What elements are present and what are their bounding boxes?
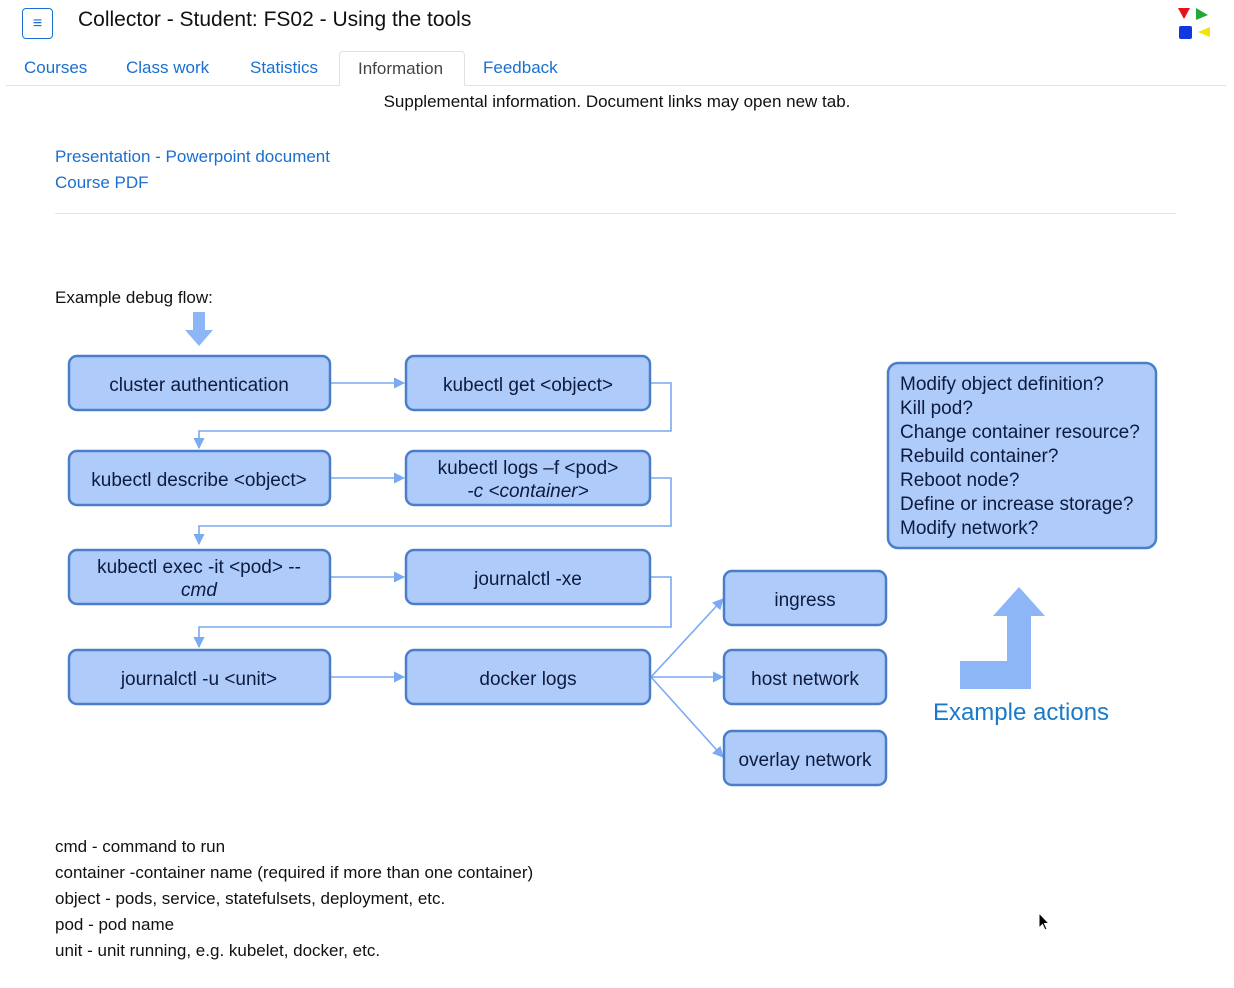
actions-arrow-icon [960, 587, 1045, 689]
tab-statistics[interactable]: Statistics [250, 58, 319, 77]
tab-bar: Courses Class work Statistics Informatio… [6, 51, 1226, 86]
box-overlay-network: overlay network [722, 729, 888, 787]
svg-text:journalctl -u <unit>: journalctl -u <unit> [120, 669, 277, 690]
action-item: Define or increase storage? [900, 494, 1133, 515]
action-item: Modify network? [900, 518, 1038, 539]
svg-text:kubectl exec -it <pod> --: kubectl exec -it <pod> -- [97, 557, 301, 578]
tab-courses[interactable]: Courses [24, 58, 88, 77]
box-kubectl-logs: kubectl logs –f <pod> -c <container> [404, 449, 652, 507]
box-host-network: host network [722, 648, 888, 706]
legend-item: pod - pod name [55, 915, 175, 934]
box-docker-logs: docker logs [404, 648, 652, 706]
actions-label: Example actions [933, 699, 1109, 726]
svg-text:journalctl -xe: journalctl -xe [473, 569, 582, 590]
hamburger-icon: ≡ [32, 14, 43, 32]
legend-item: unit - unit running, e.g. kubelet, docke… [55, 941, 381, 960]
svg-text:kubectl get <object>: kubectl get <object> [443, 375, 613, 396]
box-kubectl-describe: kubectl describe <object> [67, 449, 332, 507]
svg-text:kubectl logs –f <pod>: kubectl logs –f <pod> [438, 458, 619, 479]
flow-connectors [193, 377, 725, 758]
svg-text:-c <container>: -c <container> [467, 481, 588, 502]
action-item: Rebuild container? [900, 446, 1058, 467]
svg-text:ingress: ingress [774, 590, 835, 611]
svg-text:host network: host network [751, 669, 859, 690]
actions-box: Modify object definition? Kill pod? Chan… [886, 361, 1158, 550]
box-ingress: ingress [722, 569, 888, 627]
tab-class-work[interactable]: Class work [126, 58, 210, 77]
start-arrow [185, 312, 213, 346]
legend: cmd - command to run container -containe… [55, 834, 533, 964]
tab-information[interactable]: Information [339, 51, 465, 86]
svg-text:cmd: cmd [181, 580, 218, 601]
action-item: Modify object definition? [900, 374, 1104, 395]
box-kubectl-get: kubectl get <object> [404, 354, 652, 412]
svg-text:docker logs: docker logs [479, 669, 576, 690]
svg-text:kubectl describe <object>: kubectl describe <object> [91, 470, 306, 491]
box-journalctl-u: journalctl -u <unit> [67, 648, 332, 706]
action-item: Reboot node? [900, 470, 1019, 491]
page-title: Collector - Student: FS02 - Using the to… [78, 8, 472, 31]
box-kubectl-exec: kubectl exec -it <pod> -- cmd [67, 548, 332, 606]
debug-flow-label: Example debug flow: [55, 288, 213, 307]
link-course-pdf[interactable]: Course PDF [55, 173, 149, 192]
tab-feedback[interactable]: Feedback [483, 58, 558, 77]
action-item: Change container resource? [900, 422, 1140, 443]
box-cluster-authentication: cluster authentication [67, 354, 332, 412]
svg-text:cluster authentication: cluster authentication [109, 375, 289, 396]
logo [1178, 8, 1210, 39]
menu-button[interactable]: ≡ [22, 8, 53, 39]
info-subtitle: Supplemental information. Document links… [383, 92, 851, 111]
mouse-cursor-icon [1038, 912, 1051, 931]
debug-flow-diagram: cluster authentication kubectl get <obje… [67, 312, 1158, 787]
link-presentation[interactable]: Presentation - Powerpoint document [55, 147, 330, 166]
divider [55, 213, 1176, 214]
action-item: Kill pod? [900, 398, 973, 419]
legend-item: object - pods, service, statefulsets, de… [55, 889, 446, 908]
legend-item: container -container name (required if m… [55, 863, 534, 882]
box-journalctl-xe: journalctl -xe [404, 548, 652, 606]
svg-text:overlay network: overlay network [738, 750, 872, 771]
legend-item: cmd - command to run [55, 837, 226, 856]
